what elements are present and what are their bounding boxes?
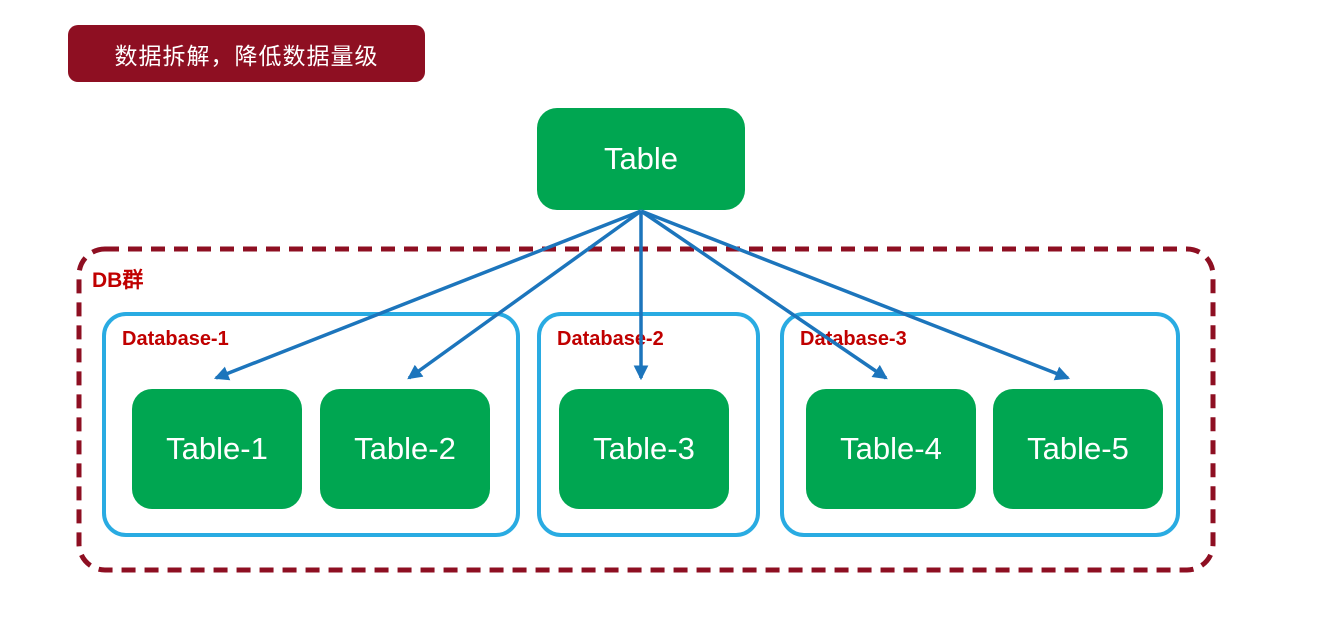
table-2-node: Table-2 <box>320 389 490 509</box>
table-4-node: Table-4 <box>806 389 976 509</box>
db-cluster-label: DB群 <box>92 269 144 292</box>
table-5-node: Table-5 <box>993 389 1163 509</box>
table-5-label: Table-5 <box>1027 431 1129 466</box>
database-3-container: Database-3 Table-4 Table-5 <box>780 312 1180 537</box>
database-2-container: Database-2 Table-3 <box>537 312 760 537</box>
table-3-node: Table-3 <box>559 389 729 509</box>
title-banner-label: 数据拆解，降低数据量级 <box>114 43 379 70</box>
root-table-label: Table <box>603 141 679 176</box>
title-banner: 数据拆解，降低数据量级 <box>68 25 425 82</box>
table-3-label: Table-3 <box>593 431 695 466</box>
table-1-label: Table-1 <box>166 431 268 466</box>
database-1-container: Database-1 Table-1 Table-2 <box>102 312 520 537</box>
database-1-label: Database-1 <box>122 328 229 350</box>
database-3-label: Database-3 <box>800 328 907 350</box>
table-4-label: Table-4 <box>840 431 942 466</box>
table-2-label: Table-2 <box>354 431 456 466</box>
root-table-node: Table <box>537 108 745 210</box>
table-1-node: Table-1 <box>132 389 302 509</box>
database-2-label: Database-2 <box>557 328 664 350</box>
